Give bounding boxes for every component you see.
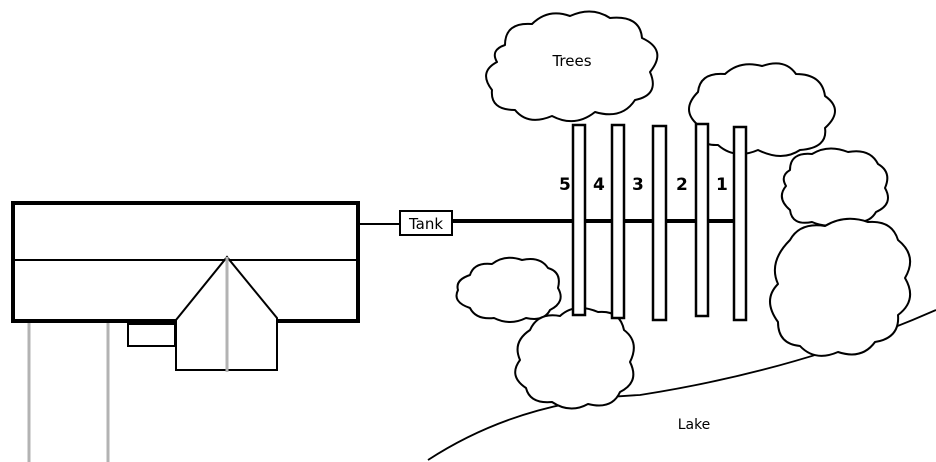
lake-label: Lake xyxy=(678,417,711,433)
trench-number-5: 5 xyxy=(559,175,571,195)
trench-2 xyxy=(694,122,710,318)
trench-1 xyxy=(732,125,748,322)
trench-5 xyxy=(571,123,587,317)
trench-number-1: 1 xyxy=(716,175,728,195)
trench-number-4: 4 xyxy=(593,175,605,195)
trench-3 xyxy=(651,124,668,322)
house-outline xyxy=(11,201,360,323)
tank: Tank xyxy=(399,210,453,236)
tree-cloud-top xyxy=(485,10,659,123)
trench-number-3: 3 xyxy=(632,175,644,195)
tank-box xyxy=(399,210,453,236)
step-box xyxy=(127,323,176,347)
tree-cloud-right-upper xyxy=(688,62,836,157)
tree-cloud-right-large xyxy=(769,217,912,357)
tree-cloud-right-middle xyxy=(780,147,889,227)
trees-label: Trees xyxy=(551,52,591,70)
trench-4 xyxy=(610,123,626,320)
tree-cloud-bottom xyxy=(514,306,635,410)
tree-cloud-left xyxy=(455,256,562,323)
trench-number-2: 2 xyxy=(676,175,688,195)
tank-label: Tank xyxy=(408,215,443,233)
